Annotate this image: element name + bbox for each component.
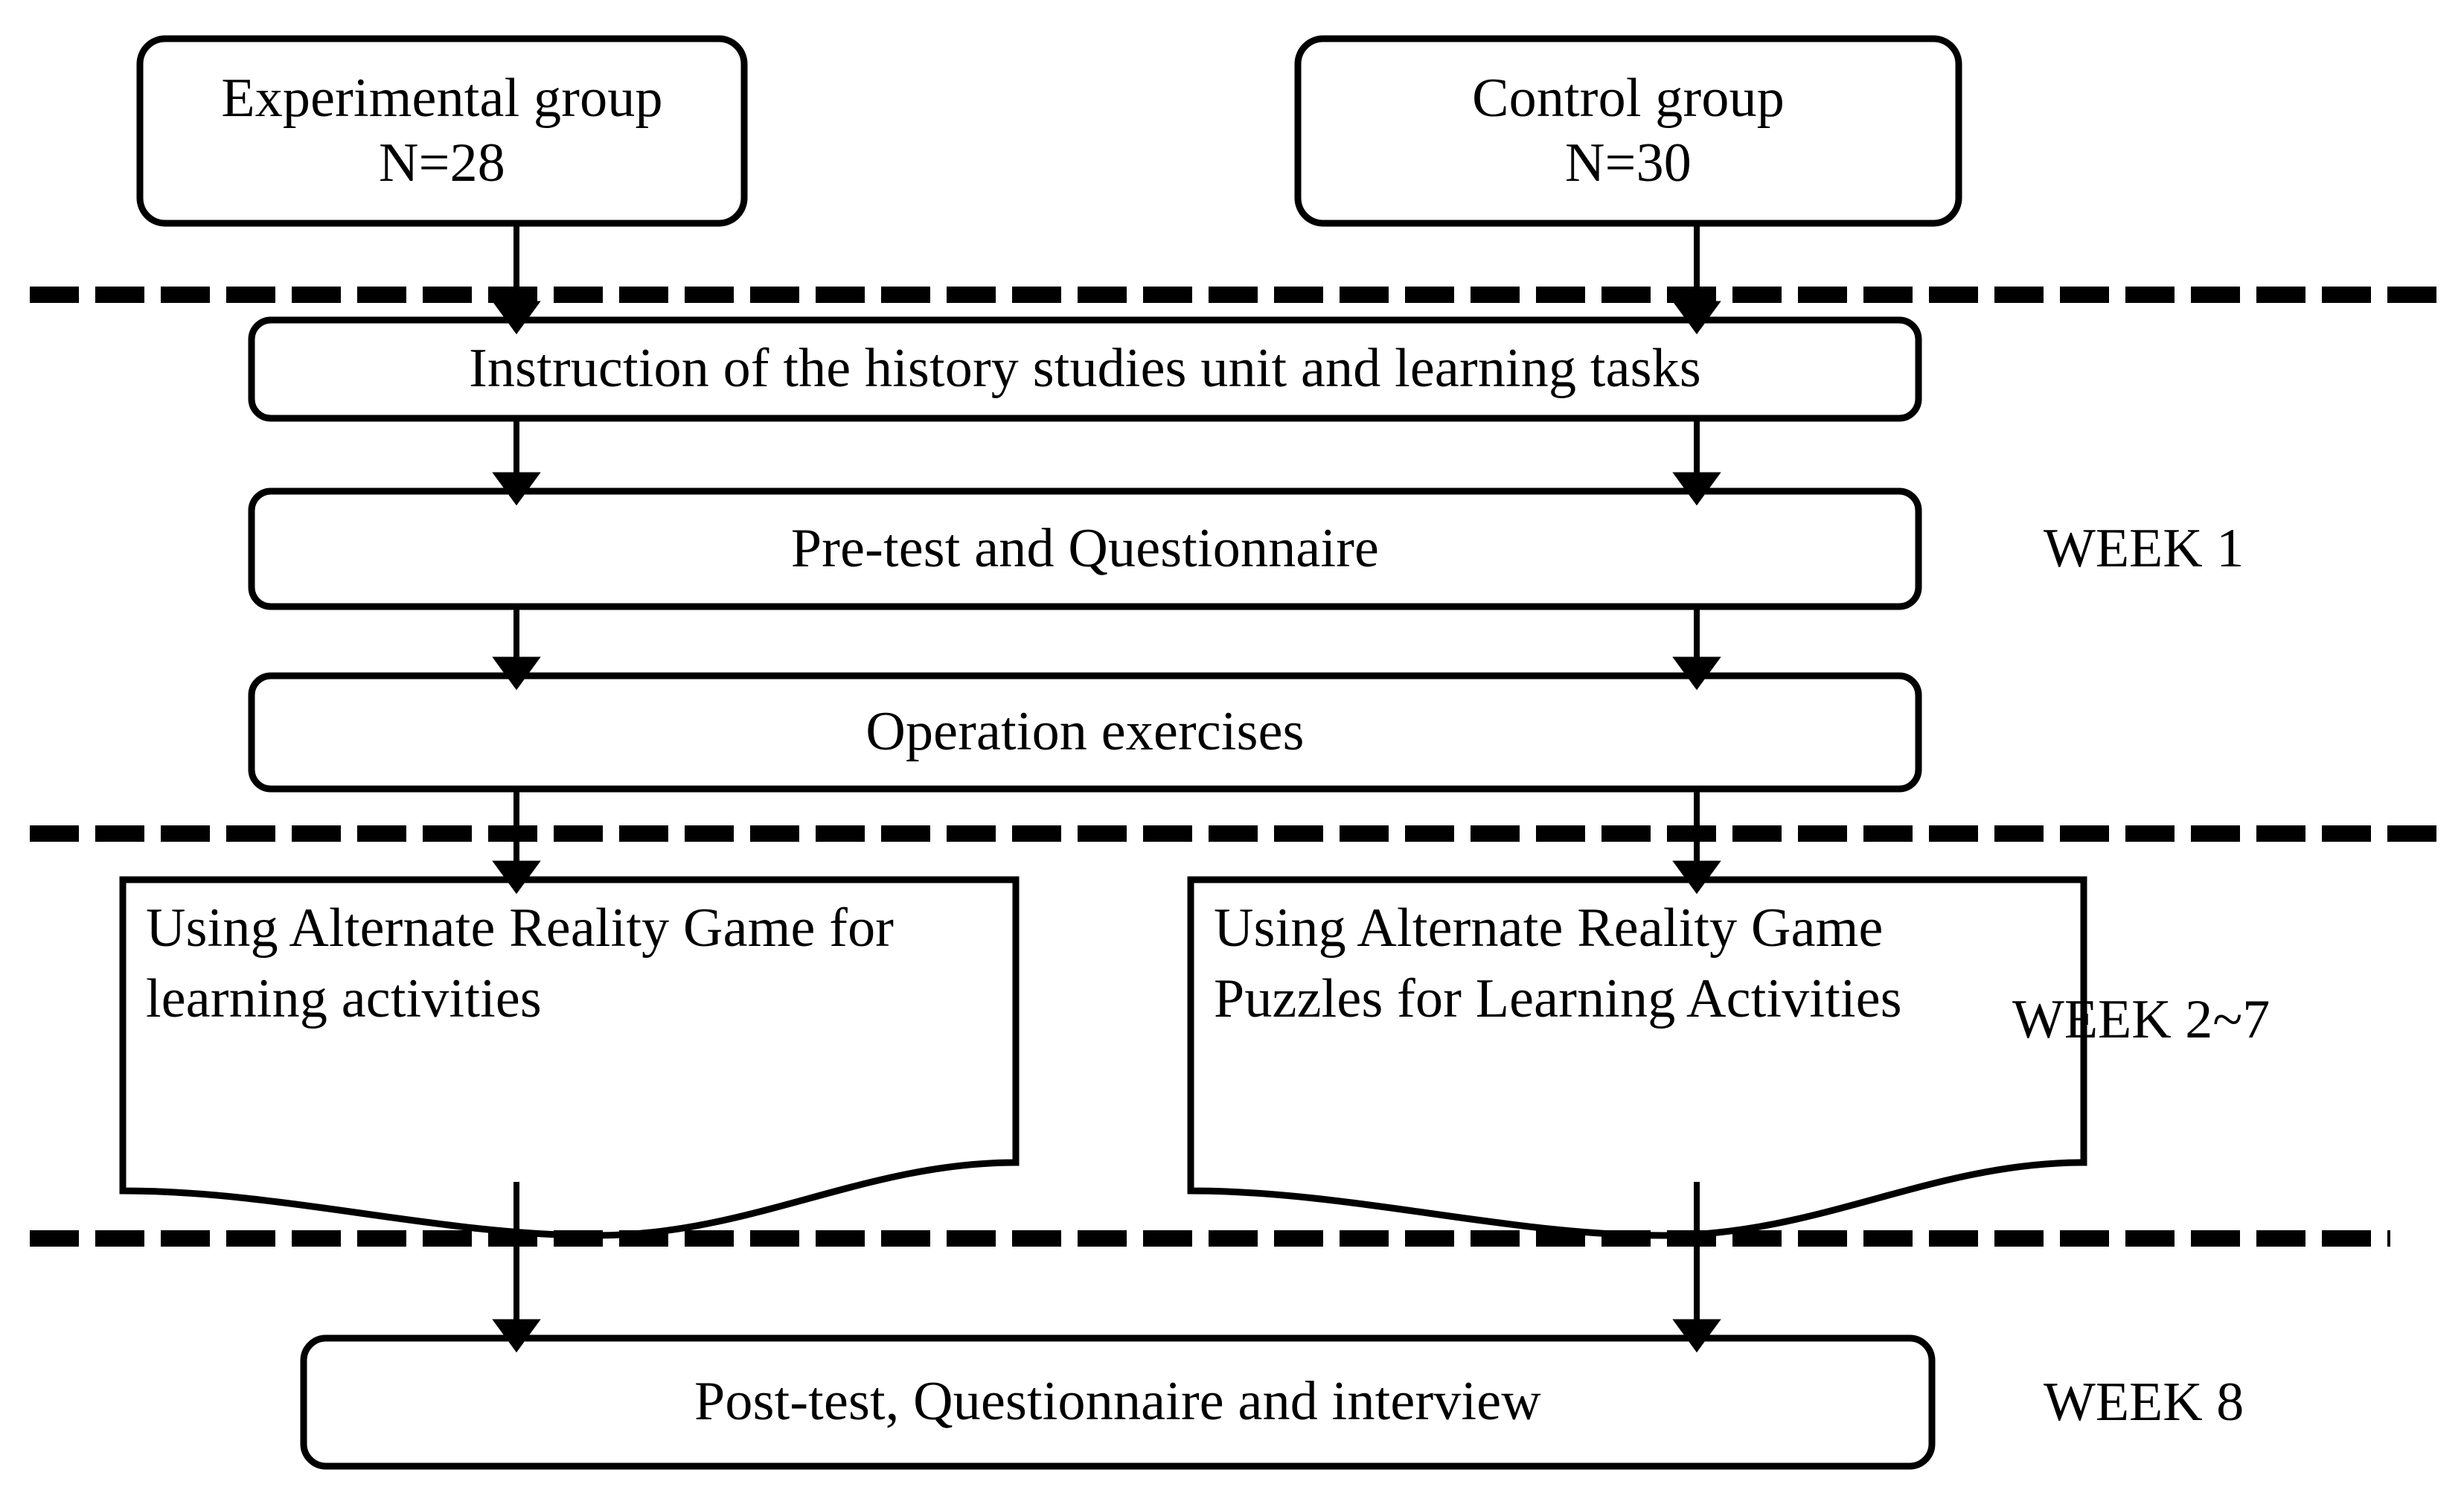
node-box-arg-right bbox=[1187, 876, 2087, 1239]
node-label-instruction: Instruction of the history studies unit … bbox=[469, 338, 1701, 400]
node-label-arg-right: Using Alternate Reality Game Puzzles for… bbox=[1214, 898, 1902, 1029]
node-box-posttest bbox=[300, 1334, 1936, 1470]
node-box-pretest bbox=[248, 487, 1922, 610]
node-box-experimental-group bbox=[136, 35, 748, 227]
node-box-instruction bbox=[248, 316, 1922, 422]
node-box-operation-exercises bbox=[248, 672, 1922, 793]
phase-label-week-1: WEEK 1 bbox=[2044, 518, 2244, 579]
node-label-experimental-group: Experimental group N=28 bbox=[221, 67, 663, 194]
node-box-control-group bbox=[1294, 35, 1962, 227]
node-label-pretest: Pre-test and Questionnaire bbox=[790, 517, 1380, 579]
phase-label-week-2-7: WEEK 2~7 bbox=[2012, 988, 2271, 1050]
node-label-operation-exercises: Operation exercises bbox=[865, 701, 1305, 763]
node-label-arg-left: Using Alternate Reality Game for learnin… bbox=[146, 898, 895, 1029]
node-label-control-group: Control group N=30 bbox=[1472, 67, 1785, 194]
node-label-posttest: Post-test, Questionnaire and interview bbox=[694, 1371, 1541, 1433]
phase-label-week-8: WEEK 8 bbox=[2044, 1371, 2244, 1433]
